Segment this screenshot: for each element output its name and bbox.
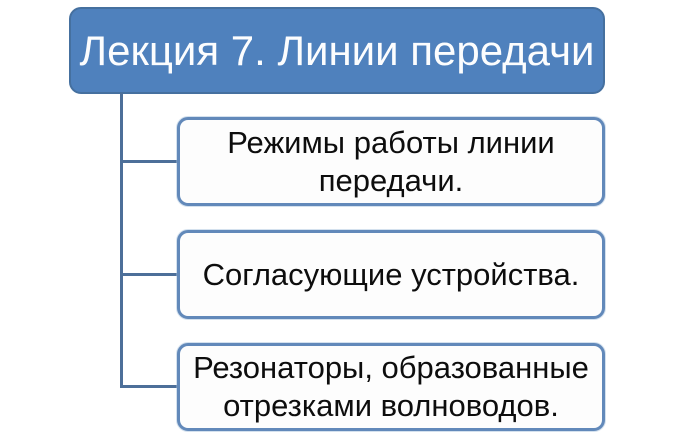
diagram-item-3-text: Резонаторы, образованные отрезками волно…	[193, 350, 589, 423]
diagram-title-text: Лекция 7. Линии передачи	[79, 26, 595, 74]
diagram-item-2-text: Согласующие устройства.	[202, 256, 580, 292]
connector-trunk	[120, 93, 123, 387]
connector-branch-2	[120, 273, 178, 276]
diagram-item-2: Согласующие устройства.	[177, 230, 605, 319]
diagram-item-3: Резонаторы, образованные отрезками волно…	[177, 343, 605, 431]
diagram-item-1: Режимы работы линии передачи.	[177, 117, 605, 206]
diagram-item-1-text: Режимы работы линии передачи.	[227, 124, 555, 198]
diagram-title-box: Лекция 7. Линии передачи	[69, 7, 605, 94]
connector-branch-1	[120, 160, 178, 163]
connector-branch-3	[120, 385, 178, 388]
